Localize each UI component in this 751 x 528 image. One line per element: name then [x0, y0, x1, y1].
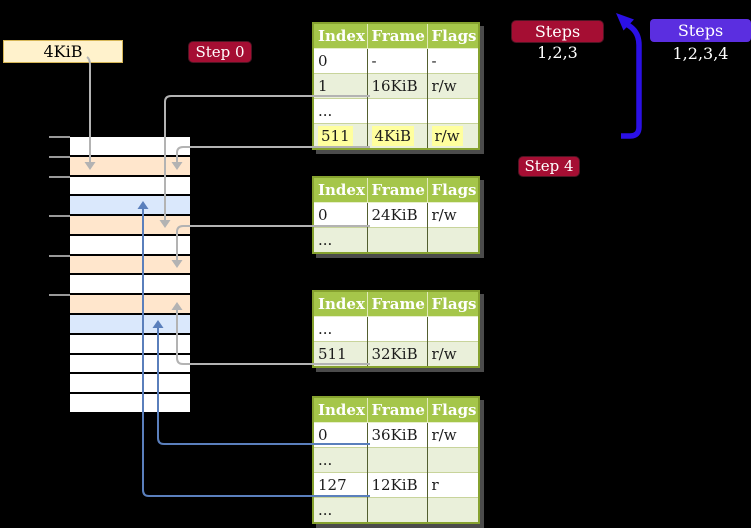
memory-frame-row-white — [70, 374, 190, 395]
memory-tick — [49, 294, 70, 297]
table-cell: 16KiB — [367, 73, 428, 99]
table-cell: r/w — [427, 73, 479, 99]
table-cell — [427, 316, 479, 342]
arrow-steps-loop — [621, 22, 642, 139]
memory-frame-row-blue — [70, 196, 190, 217]
column-header: Index — [313, 291, 368, 317]
table-cell: 1 — [313, 73, 368, 99]
table-cell: ... — [313, 227, 368, 253]
highlighted-value: 511 — [318, 126, 353, 146]
table-cell: r/w — [427, 341, 479, 367]
column-header: Index — [313, 397, 368, 423]
table-cell: 24KiB — [367, 202, 428, 228]
memory-frame-row-white — [70, 334, 190, 355]
memory-frame-row-white — [70, 354, 190, 375]
column-header: Index — [313, 23, 368, 49]
table-row: ... — [313, 227, 479, 253]
column-header: Frame — [367, 177, 428, 203]
step-0-badge: Step 0 — [189, 42, 251, 62]
column-header: Frame — [367, 397, 428, 423]
table-cell — [427, 98, 479, 124]
column-header: Flags — [427, 23, 479, 49]
frame-size-label: 4KiB — [3, 40, 123, 63]
highlighted-value: 4KiB — [371, 126, 415, 146]
memory-tick — [49, 254, 70, 257]
table-cell — [367, 447, 428, 473]
table-cell — [367, 497, 428, 523]
memory-tick — [49, 155, 70, 158]
table-row: 0-- — [313, 48, 479, 74]
table-cell: r/w — [427, 422, 479, 448]
memory-frame-row-peach — [70, 295, 190, 316]
table-cell: ... — [313, 447, 368, 473]
table-cell: 36KiB — [367, 422, 428, 448]
memory-tick — [49, 215, 70, 218]
steps-1-2-3-4-badge: Steps 1,2,3,4 — [650, 19, 751, 63]
table-cell — [427, 497, 479, 523]
steps-1-2-3-badge: Steps 1,2,3 — [512, 21, 603, 62]
table-cell: ... — [313, 497, 368, 523]
column-header: Flags — [427, 177, 479, 203]
memory-tick — [49, 175, 70, 178]
column-header: Frame — [367, 291, 428, 317]
memory-frame-row-white — [70, 275, 190, 296]
step-4-badge: Step 4 — [519, 157, 579, 176]
memory-strip — [70, 137, 190, 414]
table-row: 511 4KiB r/w — [313, 123, 479, 149]
table-cell — [367, 98, 428, 124]
table-cell — [367, 316, 428, 342]
memory-tick — [49, 136, 70, 138]
memory-frame-row-white — [70, 176, 190, 197]
table-cell — [427, 447, 479, 473]
table-cell: 4KiB — [367, 123, 428, 149]
memory-frame-row-white — [70, 394, 190, 414]
memory-frame-row-peach — [70, 156, 190, 177]
memory-frame-row-peach — [70, 216, 190, 236]
table-cell: r/w — [427, 123, 479, 149]
table-cell: 0 — [313, 48, 368, 74]
column-header: Index — [313, 177, 368, 203]
table-cell: 511 — [313, 341, 368, 367]
highlighted-value: r/w — [431, 126, 463, 146]
table-cell: - — [367, 48, 428, 74]
table-cell — [367, 227, 428, 253]
memory-frame-row-white — [70, 137, 190, 157]
table-cell: 32KiB — [367, 341, 428, 367]
table-cell: r — [427, 472, 479, 498]
memory-frame-row-white — [70, 235, 190, 256]
table-cell: - — [427, 48, 479, 74]
column-header: Flags — [427, 291, 479, 317]
table-cell: ... — [313, 316, 368, 342]
table-cell: 0 — [313, 422, 368, 448]
table-cell: r/w — [427, 202, 479, 228]
table-row: ... — [313, 98, 479, 124]
table-row: ... — [313, 316, 479, 342]
arrow-steps-loop-head — [616, 13, 634, 31]
table-cell: 511 — [313, 123, 368, 149]
memory-frame-row-blue — [70, 315, 190, 335]
table-row: ... — [313, 497, 479, 523]
memory-frame-row-peach — [70, 255, 190, 276]
table-cell: ... — [313, 98, 368, 124]
table-cell: 127 — [313, 472, 368, 498]
table-cell: 12KiB — [367, 472, 428, 498]
table-cell — [427, 227, 479, 253]
column-header: Flags — [427, 397, 479, 423]
table-row: ... — [313, 447, 479, 473]
table-cell: 0 — [313, 202, 368, 228]
column-header: Frame — [367, 23, 428, 49]
